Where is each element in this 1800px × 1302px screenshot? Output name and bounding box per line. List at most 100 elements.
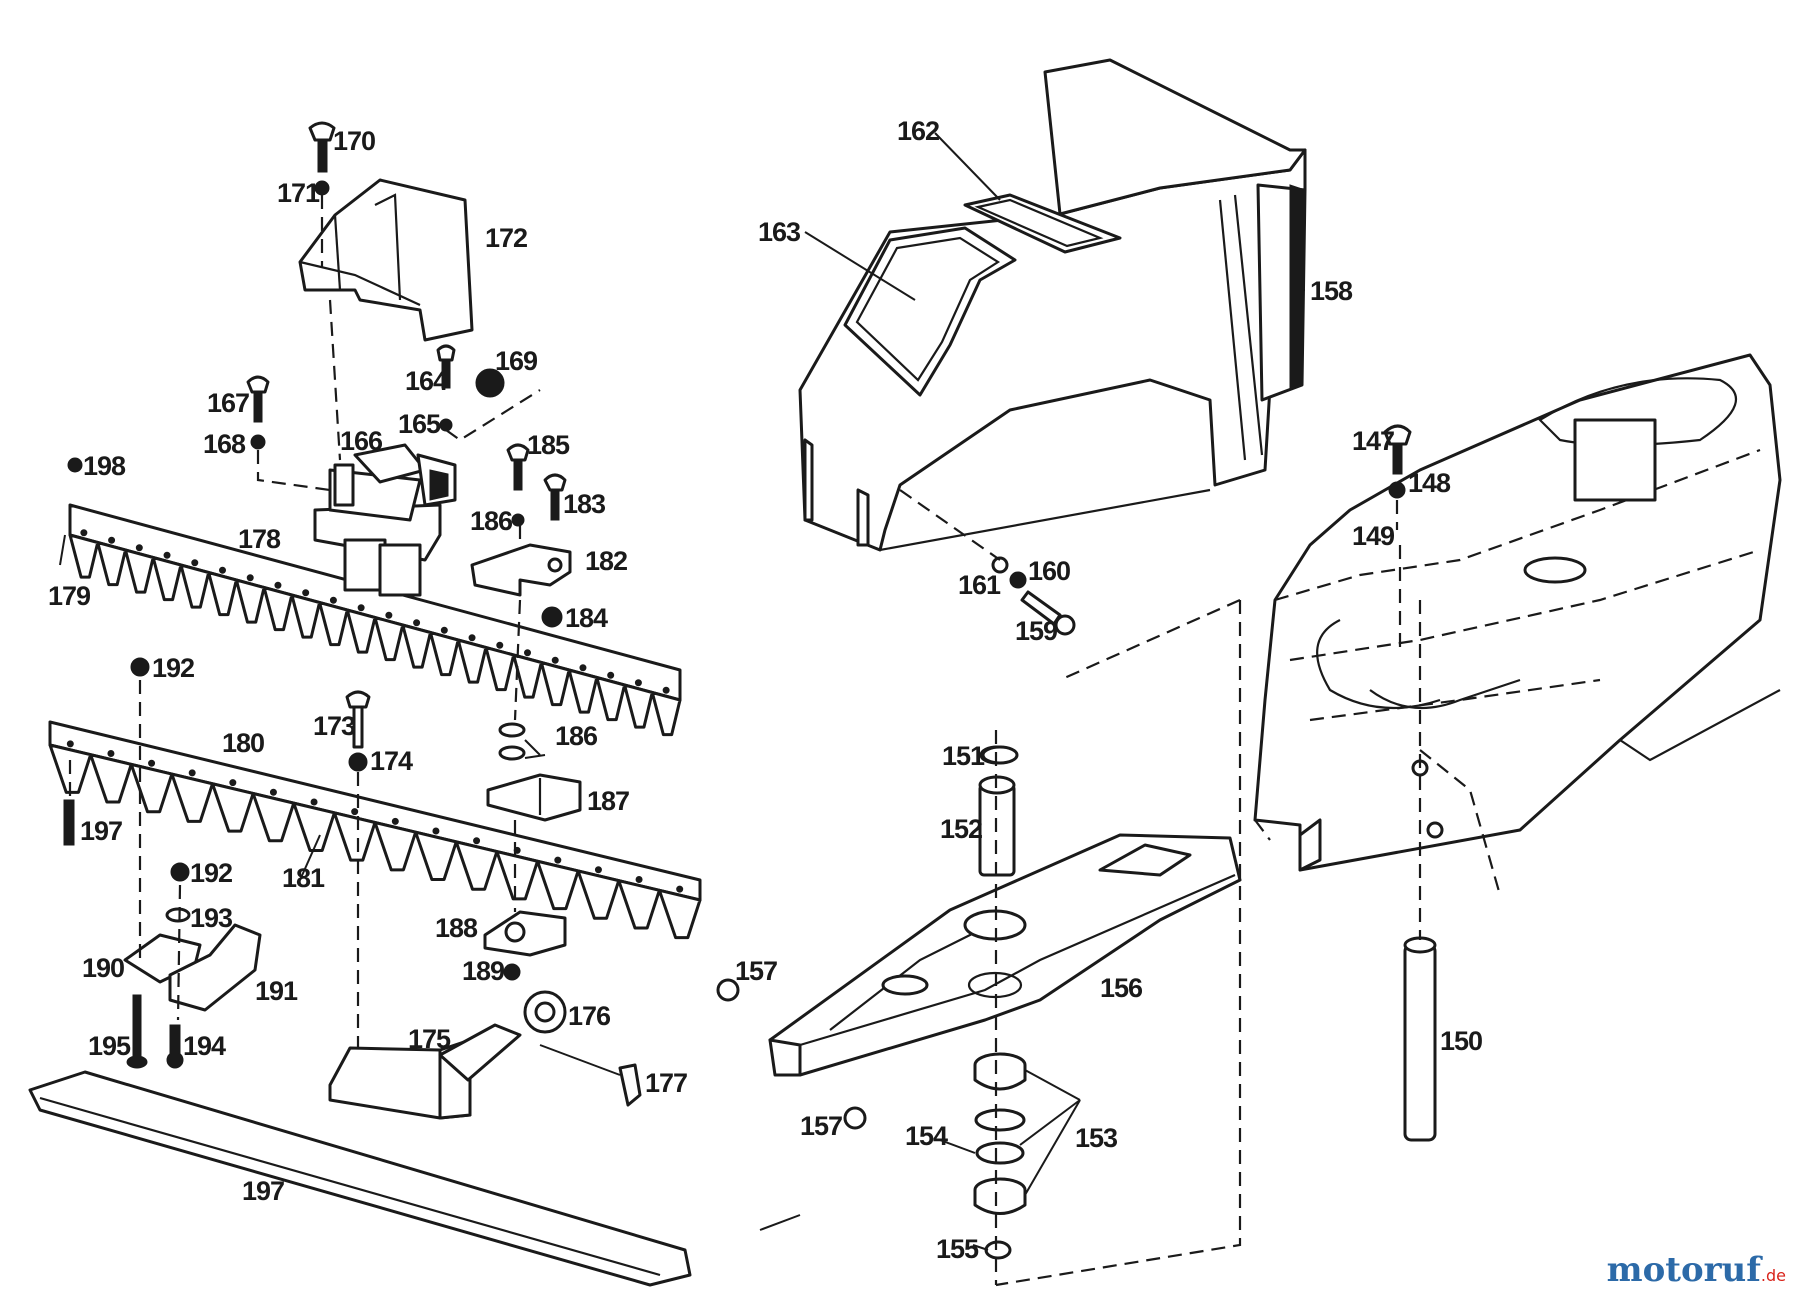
rivet-dot bbox=[594, 866, 602, 874]
label-154: 154 bbox=[905, 1121, 948, 1151]
label-197: 197 bbox=[242, 1176, 284, 1206]
rivet-dot bbox=[229, 779, 237, 787]
rivet-dot bbox=[269, 788, 277, 796]
label-195: 195 bbox=[88, 1031, 131, 1061]
label-172: 172 bbox=[485, 223, 527, 253]
label-185: 185 bbox=[527, 430, 570, 460]
label-174: 174 bbox=[370, 746, 413, 776]
rivet-dot bbox=[135, 544, 143, 552]
rivet-dot bbox=[246, 574, 254, 582]
rivet-dot bbox=[496, 641, 504, 649]
label-186: 186 bbox=[555, 721, 598, 751]
label-162: 162 bbox=[897, 116, 939, 146]
rivet-dot bbox=[662, 686, 670, 694]
bearing-stack bbox=[973, 1052, 1027, 1260]
label-170: 170 bbox=[333, 126, 375, 156]
rivet-dot bbox=[391, 817, 399, 825]
rivet-dot bbox=[579, 664, 587, 672]
label-178: 178 bbox=[238, 524, 281, 554]
rivet-dot bbox=[108, 536, 116, 544]
label-196: 197 bbox=[80, 816, 122, 846]
label-192: 192 bbox=[190, 858, 232, 888]
label-157: 157 bbox=[800, 1111, 842, 1141]
rivet-dot bbox=[351, 808, 359, 816]
label-176: 176 bbox=[568, 1001, 611, 1031]
label-182: 182 bbox=[585, 546, 627, 576]
label-198: 198 bbox=[83, 451, 126, 481]
guide-191 bbox=[168, 923, 262, 1012]
label-175: 175 bbox=[408, 1024, 451, 1054]
rivet-dot bbox=[385, 611, 393, 619]
plate-188 bbox=[483, 910, 567, 957]
label-193: 193 bbox=[190, 903, 233, 933]
rivet-dot bbox=[329, 596, 337, 604]
rivet-dot bbox=[163, 551, 171, 559]
label-157-top: 157 bbox=[735, 956, 777, 986]
rivet-dot bbox=[191, 559, 199, 567]
label-180: 180 bbox=[222, 728, 264, 758]
frame-assembly bbox=[1253, 353, 1782, 872]
rivet-dot bbox=[432, 827, 440, 835]
drive-block bbox=[313, 443, 457, 597]
pin-177 bbox=[539, 1044, 642, 1107]
rivet-dot bbox=[274, 581, 282, 589]
label-169: 169 bbox=[495, 346, 538, 376]
rivet-dot bbox=[80, 529, 88, 537]
assembly-axes bbox=[68, 195, 1502, 1287]
rivet-dot bbox=[302, 589, 310, 597]
label-150: 150 bbox=[1440, 1026, 1482, 1056]
label-160: 160 bbox=[1028, 556, 1070, 586]
label-191: 191 bbox=[255, 976, 298, 1006]
rivet-dot bbox=[468, 634, 476, 642]
rivet-dot bbox=[219, 566, 226, 574]
block-187 bbox=[486, 773, 582, 822]
watermark-tld: .de bbox=[1760, 1266, 1786, 1285]
rivet-dot bbox=[524, 649, 531, 657]
label-194: 194 bbox=[183, 1031, 226, 1061]
label-179: 179 bbox=[48, 581, 91, 611]
rivet-dot bbox=[440, 626, 448, 634]
bolt-set-159-161 bbox=[899, 489, 1076, 636]
label-181: 181 bbox=[282, 863, 325, 893]
label-158: 158 bbox=[1310, 276, 1353, 306]
label-163: 163 bbox=[758, 217, 801, 247]
rivet-dot bbox=[473, 837, 481, 845]
guide-block-175 bbox=[328, 990, 567, 1120]
label-166: 166 bbox=[340, 426, 383, 456]
label-177: 177 bbox=[645, 1068, 687, 1098]
rivet-dot bbox=[188, 769, 196, 777]
label-148: 148 bbox=[1408, 468, 1451, 498]
label-189: 189 bbox=[462, 956, 505, 986]
label-151: 151 bbox=[942, 741, 985, 771]
label-168: 168 bbox=[203, 429, 246, 459]
rivet-dot bbox=[148, 759, 156, 767]
label-149: 149 bbox=[1352, 521, 1395, 551]
label-165: 165 bbox=[398, 409, 441, 439]
label-173: 173 bbox=[313, 711, 356, 741]
label-186-top: 186 bbox=[470, 506, 513, 536]
label-161: 161 bbox=[958, 570, 1001, 600]
upper-blade-bar bbox=[68, 503, 682, 737]
label-171: 171 bbox=[277, 178, 320, 208]
label-184: 184 bbox=[565, 603, 608, 633]
mower-arm bbox=[768, 833, 1242, 1077]
rivet-dot bbox=[357, 604, 365, 612]
rivet-dot bbox=[107, 750, 115, 758]
label-147: 147 bbox=[1352, 426, 1394, 456]
label-156: 156 bbox=[1100, 973, 1143, 1003]
rivet-dot bbox=[413, 619, 421, 627]
rivet-dot bbox=[554, 856, 562, 864]
rivet-dot bbox=[310, 798, 318, 806]
skid-197 bbox=[28, 1070, 692, 1287]
rivet-dot bbox=[551, 656, 559, 664]
watermark-brand: motoruf bbox=[1606, 1250, 1761, 1290]
label-183: 183 bbox=[563, 489, 606, 519]
label-190: 190 bbox=[82, 953, 124, 983]
rivet-dot bbox=[635, 875, 643, 883]
part-labels: 170 171 172 162 163 158 169 164 165 167 … bbox=[48, 116, 1483, 1264]
housing-cover bbox=[798, 58, 1307, 552]
label-155: 155 bbox=[936, 1234, 979, 1264]
gear-cover bbox=[298, 178, 474, 342]
leader-lines bbox=[59, 132, 1305, 1251]
